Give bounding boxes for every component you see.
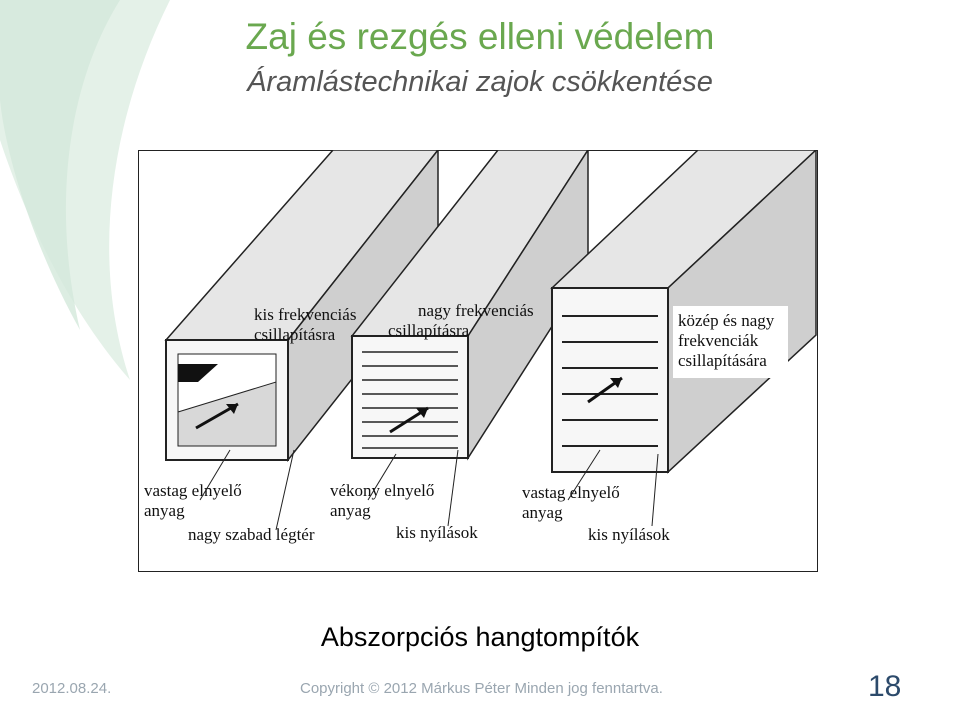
page-number: 18 — [868, 670, 902, 703]
duct-2 — [350, 150, 589, 461]
footer-date: 2012.08.24. — [32, 680, 112, 697]
slide-subtitle: Áramlástechnikai zajok csökkentése — [247, 66, 713, 98]
label-duct2-openings: kis nyílások — [396, 523, 478, 542]
slide-title: Zaj és rezgés elleni védelem — [245, 16, 715, 57]
duct-1 — [164, 150, 439, 463]
label-duct1-space: nagy szabad légtér — [188, 525, 315, 544]
label-duct3-openings: kis nyílások — [588, 525, 670, 544]
footer-copyright: Copyright © 2012 Márkus Péter Minden jog… — [300, 680, 663, 697]
duct-3 — [550, 150, 818, 474]
caption: Abszorpciós hangtompítók — [320, 622, 640, 652]
